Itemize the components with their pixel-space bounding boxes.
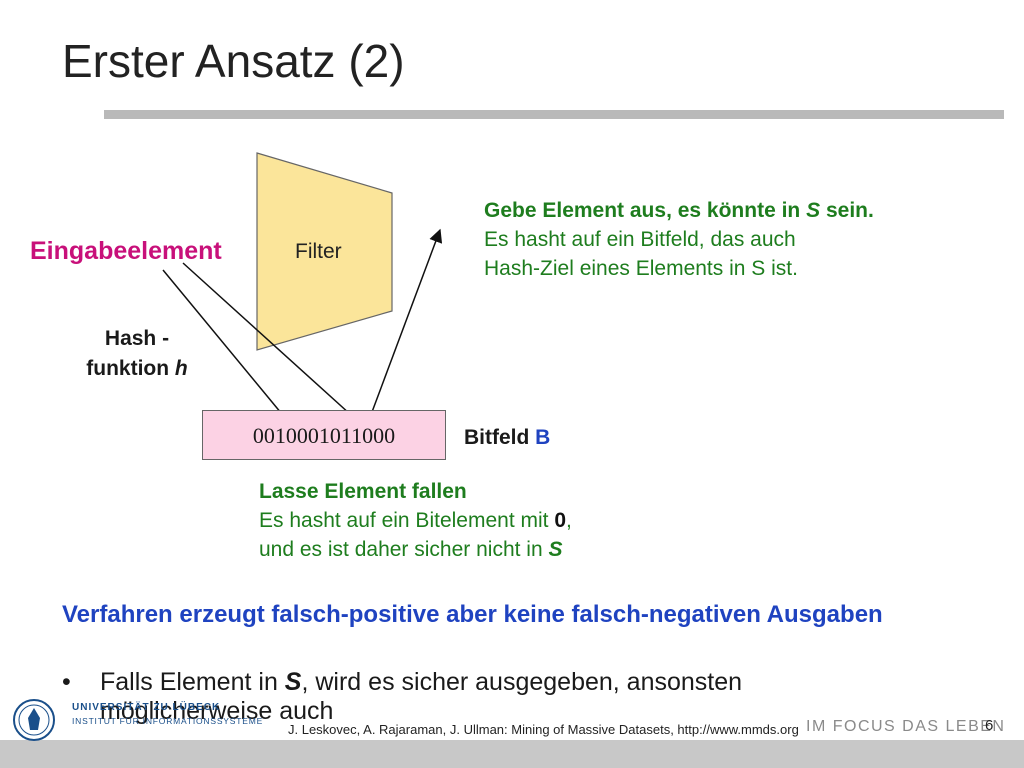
drop-line2-bold: 0 — [554, 509, 566, 532]
bullet-text: Falls Element in S, wird es sicher ausge… — [100, 668, 800, 726]
university-name: UNIVERSITÄT ZU LÜBECK — [72, 702, 221, 713]
bloom-filter-diagram — [162, 152, 443, 427]
filter-shape — [256, 152, 393, 351]
hash-function-label: Hash - funktion h — [62, 324, 212, 384]
output-line1-var: S — [806, 199, 821, 222]
drop-line1: Lasse Element fallen — [259, 477, 679, 506]
university-seal-icon — [13, 699, 55, 741]
bullet-text-suffix: , wird es sicher ausgegeben, ansonsten m… — [100, 668, 743, 725]
output-description: Gebe Element aus, es könnte in S sein. E… — [484, 196, 1004, 283]
drop-line3: und es ist daher sicher nicht in S — [259, 535, 679, 564]
bullet-var: S — [284, 668, 302, 696]
output-line2: Es hasht auf ein Bitfeld, das auch — [484, 228, 796, 251]
drop-line3-var: S — [548, 538, 563, 561]
hash-label-line1: Hash - — [104, 327, 170, 350]
title-divider — [104, 110, 1004, 119]
drop-description: Lasse Element fallen Es hasht auf ein Bi… — [259, 477, 679, 564]
slide-title: Erster Ansatz (2) — [62, 35, 405, 87]
drop-line2: Es hasht auf ein Bitelement mit 0, — [259, 506, 679, 535]
main-statement: Verfahren erzeugt falsch-positive aber k… — [62, 601, 883, 628]
footer-motto: IM FOCUS DAS LEBEN — [806, 718, 1006, 735]
hash-arrow-2 — [182, 262, 363, 425]
hash-label-line2-text: funktion — [86, 357, 175, 380]
bitfield-label-text: Bitfeld — [464, 426, 536, 449]
hash-label-line2: funktion h — [62, 354, 212, 384]
bullet-text-prefix: Falls Element in — [100, 668, 285, 696]
input-element-label: Eingabeelement — [30, 237, 222, 265]
output-line3: Hash-Ziel eines Elements in S ist. — [484, 257, 798, 280]
page-number: 6 — [985, 717, 994, 734]
footer-reference: J. Leskovec, A. Rajaraman, J. Ullman: Mi… — [288, 722, 799, 737]
drop-line2-suffix: , — [566, 509, 572, 532]
hash-label-var: h — [174, 357, 188, 380]
footer-bar — [0, 740, 1024, 768]
drop-line3-text: und es ist daher sicher nicht in — [259, 538, 549, 561]
output-line1: Gebe Element aus, es könnte in S sein. — [484, 196, 1004, 225]
output-line1-suffix: sein. — [820, 199, 874, 222]
filter-label: Filter — [295, 240, 342, 263]
bitfield-label-var: B — [535, 426, 551, 449]
hash-arrow-1 — [162, 269, 292, 427]
bitfield-label: Bitfeld B — [464, 426, 550, 450]
bit-array: 0010001011000 — [202, 410, 446, 460]
institute-name: INSTITUT FÜR INFORMATIONSSYSTEME — [72, 716, 264, 726]
output-arrow — [368, 228, 443, 421]
output-line1-text: Gebe Element aus, es könnte in — [484, 199, 807, 222]
drop-line1-text: Lasse Element fallen — [259, 480, 467, 503]
bullet-dot: • — [62, 668, 71, 696]
drop-line2-text: Es hasht auf ein Bitelement mit — [259, 509, 555, 532]
